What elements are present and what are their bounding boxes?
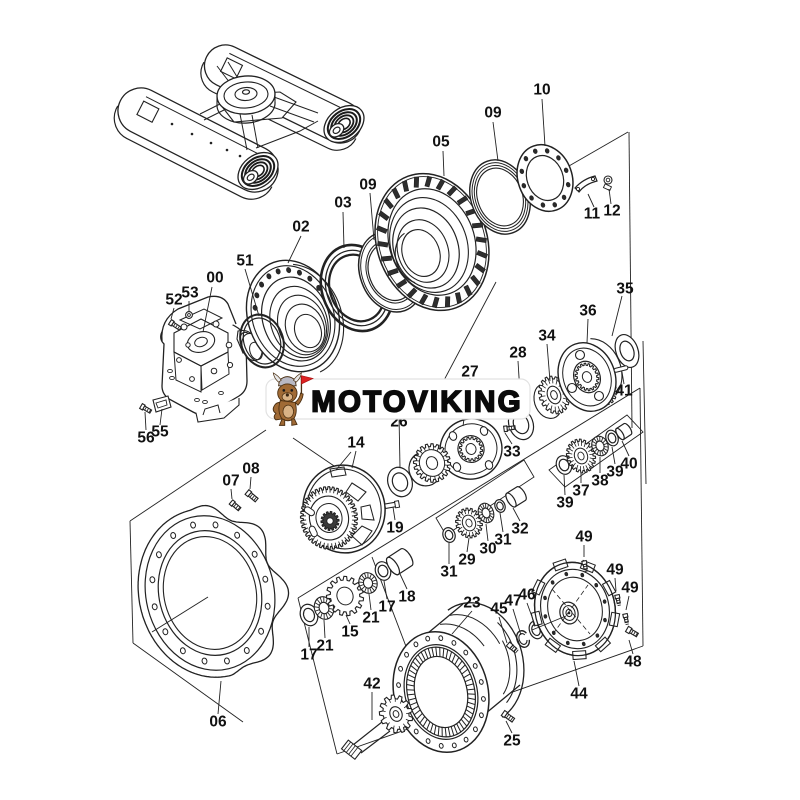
svg-text:06: 06 xyxy=(209,714,227,731)
svg-text:37: 37 xyxy=(572,483,589,500)
svg-text:17: 17 xyxy=(300,647,317,664)
svg-text:29: 29 xyxy=(458,552,476,569)
svg-text:14: 14 xyxy=(347,435,365,452)
svg-text:35: 35 xyxy=(616,281,634,298)
svg-text:44: 44 xyxy=(570,686,588,703)
svg-text:09: 09 xyxy=(359,177,377,194)
svg-text:12: 12 xyxy=(603,203,620,220)
svg-text:09: 09 xyxy=(484,105,502,122)
svg-text:51: 51 xyxy=(236,253,254,270)
svg-text:07: 07 xyxy=(222,473,239,490)
svg-text:38: 38 xyxy=(591,473,609,490)
svg-text:46: 46 xyxy=(518,587,536,604)
svg-text:32: 32 xyxy=(511,521,528,538)
svg-text:52: 52 xyxy=(165,292,182,309)
svg-text:MOTOVIKING: MOTOVIKING xyxy=(311,386,523,419)
svg-text:36: 36 xyxy=(579,303,597,320)
svg-text:15: 15 xyxy=(341,624,359,641)
svg-text:18: 18 xyxy=(398,589,416,606)
svg-text:49: 49 xyxy=(621,580,639,597)
svg-text:19: 19 xyxy=(386,520,404,537)
svg-text:49: 49 xyxy=(606,562,624,579)
svg-text:33: 33 xyxy=(503,444,521,461)
svg-text:49: 49 xyxy=(575,529,593,546)
svg-text:10: 10 xyxy=(533,82,550,99)
svg-text:45: 45 xyxy=(490,601,508,618)
svg-text:31: 31 xyxy=(494,532,512,549)
svg-text:17: 17 xyxy=(378,599,395,616)
svg-text:41: 41 xyxy=(615,383,633,400)
svg-text:53: 53 xyxy=(181,285,199,302)
svg-text:39: 39 xyxy=(556,495,574,512)
svg-text:05: 05 xyxy=(432,134,450,151)
svg-text:27: 27 xyxy=(461,364,478,381)
svg-text:23: 23 xyxy=(463,595,481,612)
svg-text:31: 31 xyxy=(440,564,458,581)
svg-text:28: 28 xyxy=(509,345,527,362)
svg-text:42: 42 xyxy=(363,676,380,693)
svg-text:03: 03 xyxy=(334,195,352,212)
svg-text:21: 21 xyxy=(362,610,380,627)
svg-text:47: 47 xyxy=(504,593,521,610)
svg-text:11: 11 xyxy=(584,206,601,223)
svg-text:02: 02 xyxy=(292,219,309,236)
svg-text:40: 40 xyxy=(620,456,637,473)
svg-text:30: 30 xyxy=(479,541,496,558)
svg-text:39: 39 xyxy=(606,464,624,481)
svg-text:56: 56 xyxy=(137,430,155,447)
svg-text:21: 21 xyxy=(316,638,334,655)
svg-text:25: 25 xyxy=(503,733,521,750)
svg-text:48: 48 xyxy=(624,654,642,671)
svg-text:55: 55 xyxy=(151,424,169,441)
svg-text:00: 00 xyxy=(206,270,223,287)
svg-text:08: 08 xyxy=(242,461,260,478)
svg-text:34: 34 xyxy=(538,328,556,345)
